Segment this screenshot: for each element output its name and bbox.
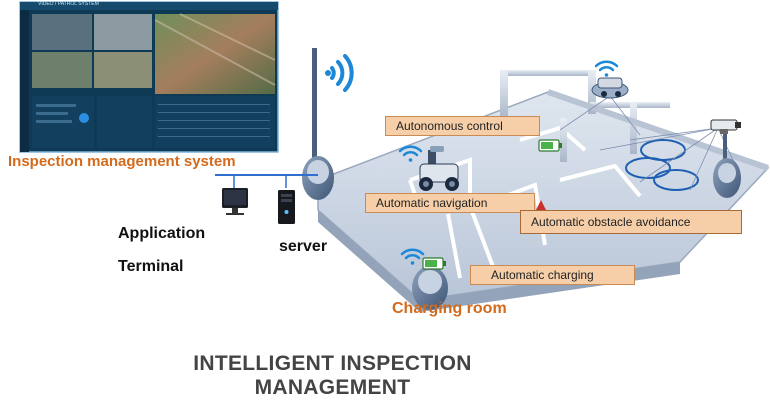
page-title-line1: INTELLIGENT INSPECTION bbox=[193, 352, 472, 375]
dashboard-window bbox=[19, 1, 279, 153]
camera-icon bbox=[710, 119, 741, 134]
caption-inspection-system: Inspection management system bbox=[8, 153, 236, 170]
server-tower-icon bbox=[278, 190, 295, 224]
page-title-line2: MANAGEMENT bbox=[254, 376, 411, 399]
obstacle-marker bbox=[536, 200, 546, 210]
caption-terminal: Terminal bbox=[118, 258, 184, 275]
label-automatic-charging: Automatic charging bbox=[470, 265, 635, 285]
label-autonomous-control: Autonomous control bbox=[385, 116, 540, 136]
label-automatic-navigation: Automatic navigation bbox=[365, 193, 535, 213]
page-title: INTELLIGENT INSPECTION MANAGEMENT bbox=[140, 352, 525, 400]
charging-room-shape bbox=[412, 266, 448, 310]
caption-application: Application bbox=[118, 225, 206, 242]
inspection-floor bbox=[317, 91, 770, 312]
battery-icon bbox=[422, 139, 562, 270]
network-link bbox=[215, 174, 318, 188]
wifi-icon bbox=[325, 54, 619, 265]
patrol-robot-top bbox=[591, 77, 629, 99]
caption-charging-room: Charging room bbox=[392, 300, 507, 317]
robot-icon bbox=[419, 146, 459, 191]
caption-server: server bbox=[279, 238, 328, 255]
camera-pillar bbox=[713, 132, 741, 198]
monitor-icon bbox=[222, 188, 248, 215]
label-automatic-obstacle-avoidance: Automatic obstacle avoidance bbox=[520, 210, 742, 234]
dashboard-title: VIDEO / PATROL SYSTEM bbox=[38, 1, 99, 7]
camera-rays bbox=[559, 95, 741, 191]
antenna-tower bbox=[302, 48, 334, 200]
